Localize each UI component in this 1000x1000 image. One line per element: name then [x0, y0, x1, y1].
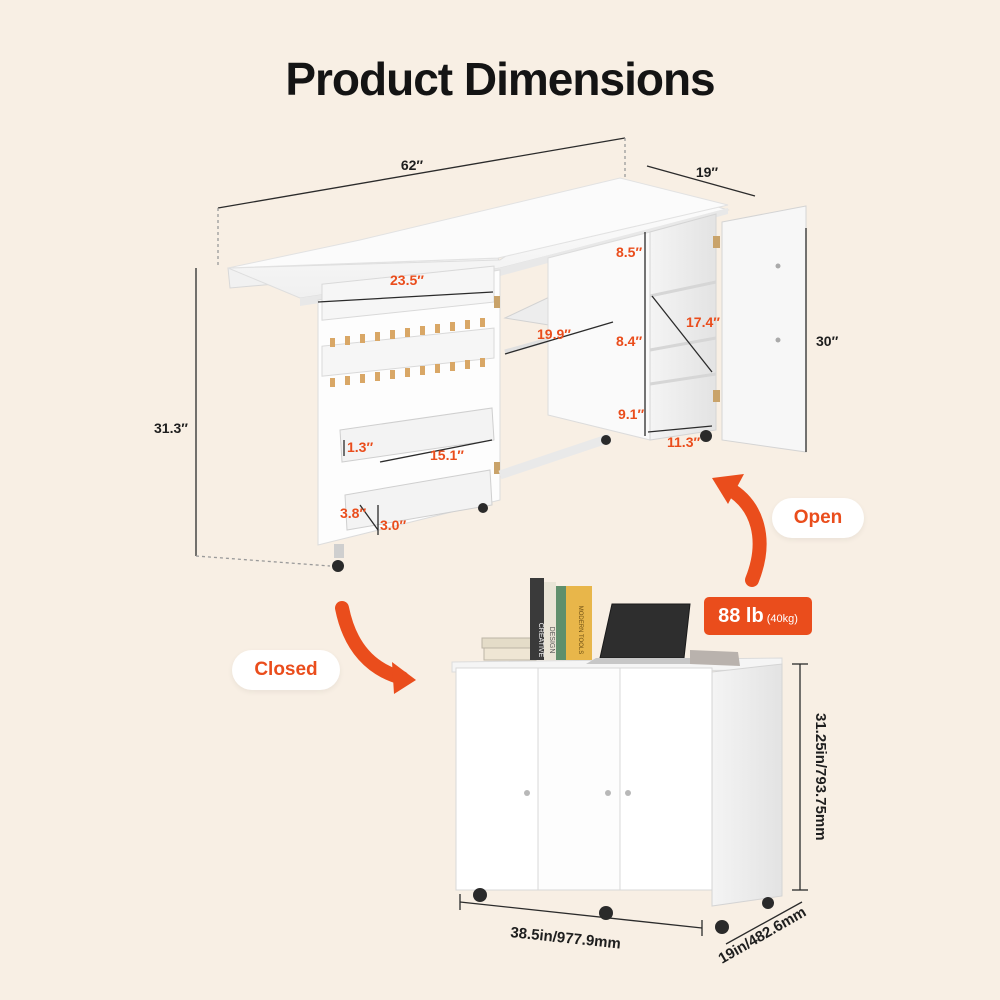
closed-cabinet: [451, 657, 783, 934]
books: CREATIVE DESIGN MODERN TOOLS: [481, 578, 592, 661]
label-tray-width: 19.9″: [537, 326, 571, 342]
label-pocket-height: 1.3″: [347, 439, 373, 455]
label-drawer-width: 23.5″: [390, 272, 424, 288]
label-closed-height: 31.25in/793.75mm: [812, 713, 829, 841]
open-badge: Open: [772, 498, 864, 538]
label-bin-height: 3.8″: [340, 505, 366, 521]
label-closed-width: 38.5in/977.9mm: [510, 924, 622, 952]
dimension-lines: [195, 137, 807, 567]
closed-arrow-icon: [335, 601, 416, 694]
page-title: Product Dimensions: [285, 53, 715, 105]
dimension-labels: 62″ 19″ 31.3″ 30″ 23.5″ 19.9″ 8.5″ 17.4″…: [154, 157, 839, 533]
label-overall-height: 31.3″: [154, 420, 188, 436]
label-door-height: 30″: [816, 333, 839, 349]
label-pocket-width: 15.1″: [430, 447, 464, 463]
weight-metric: (40kg): [766, 613, 798, 625]
open-arrow-icon: [712, 474, 767, 587]
label-shelf-width: 11.3″: [667, 434, 700, 450]
weight-value: 88 lb: [718, 605, 764, 627]
laptop: [586, 603, 740, 666]
label-shelf-diagonal: 17.4″: [686, 314, 720, 330]
label-top-depth: 19″: [696, 164, 719, 180]
label-shelf-height-3: 9.1″: [618, 406, 644, 422]
closed-badge: Closed: [232, 650, 340, 690]
book-title-3: MODERN TOOLS: [577, 606, 583, 654]
label-shelf-height-1: 8.5″: [616, 244, 642, 260]
label-overall-width: 62″: [401, 157, 424, 173]
label-shelf-height-2: 8.4″: [616, 333, 642, 349]
open-sewing-table: [227, 177, 807, 572]
label-closed-depth: 19in/482.6mm: [716, 904, 810, 968]
label-bin-depth: 3.0″: [380, 517, 406, 533]
open-cabinet-door: [721, 205, 807, 453]
weight-capacity-badge: 88 lb (40kg): [704, 597, 812, 635]
book-title-1: CREATIVE: [537, 623, 544, 658]
book-title-2: DESIGN: [548, 627, 555, 654]
